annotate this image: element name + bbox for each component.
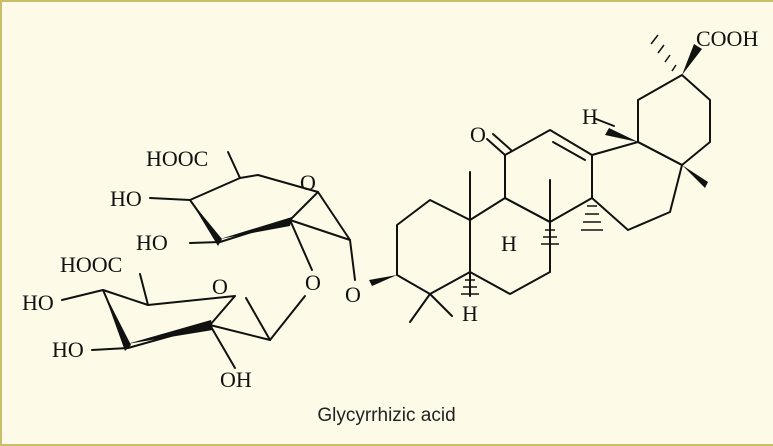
sugar-unit-2 [61,273,306,369]
wedge-bonds [369,44,708,286]
sugar2-ho-top-label: HO [22,290,54,315]
sugar2-ring-oxygen-label: O [212,274,228,299]
linking-oxygen-label: O [345,282,361,307]
sugar2-oh-label: OH [220,367,252,392]
sugar2-ho-bottom-label: HO [52,337,84,362]
sugar1-ring-oxygen-label: O [300,170,316,195]
atom-labels: COOH H O H H O HOOC O HO HO O HOOC O HO … [22,26,758,392]
figure-caption: Glycyrrhizic acid [317,405,456,426]
sugar1-ho-top-label: HO [110,186,142,211]
cooh-label: COOH [696,26,758,51]
sugar2-hooc-label: HOOC [60,252,122,277]
ring-bonds [396,74,711,295]
h-label-top: H [582,104,598,129]
hashed-bonds [461,34,677,295]
aglycone-substituents [409,118,615,323]
sugar1-ho-bottom-label: HO [136,230,168,255]
ketone-oxygen-label: O [470,122,486,147]
h-label-low: H [462,301,478,326]
h-label-mid: H [501,231,517,256]
sugar1-hooc-label: HOOC [146,146,208,171]
glycosidic-oxygen-label: O [305,270,321,295]
sugar-unit-1 [149,151,356,281]
